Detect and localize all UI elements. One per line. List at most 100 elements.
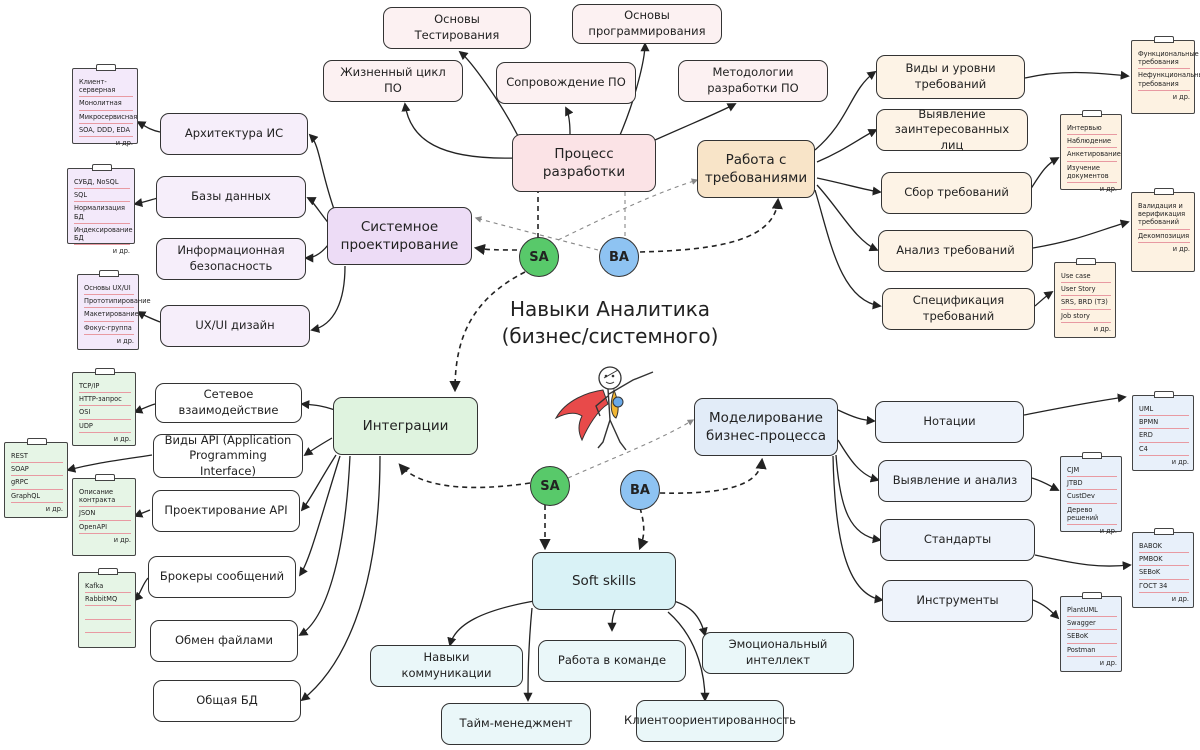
node-support: Сопровождение ПО [496,62,636,104]
link-note-reqtypes [1024,70,1130,80]
sa-badge-bottom: SA [530,466,570,506]
clipboard-icon [27,438,47,445]
node-emotional-intelligence: Эмоциональный интеллект [702,632,854,674]
superhero-analyst-icon [554,366,654,451]
link-sa2-integr [398,463,531,489]
link-int-files [298,455,351,636]
link-int-apidesign [300,454,337,512]
note-more: и др. [1172,244,1190,253]
note-item: Postman [1067,644,1117,657]
note-item: SEBoK [1139,566,1189,580]
link-note-apidesign [133,509,151,518]
note-more: и др. [1171,457,1189,466]
node-bpm: Моделирование бизнес-процесса [694,398,838,456]
clipboard-icon [1154,528,1174,535]
node-tools: Инструменты [882,580,1033,622]
note-item: Нефункциональные требования [1138,69,1200,91]
clipboard-icon [1076,258,1096,265]
link-req-analysis [816,184,879,252]
note-more: и др. [115,139,133,148]
note-item: Монолитная [79,97,133,111]
note-item: gRPC [11,476,63,490]
note-item: BABOK [1139,540,1189,554]
link-note-spec [1034,290,1054,307]
note-item: Интервью [1067,122,1117,136]
clipboard-icon [1154,36,1174,43]
link-req-stake [816,129,878,163]
link-sa2-bpm-faint [567,419,695,479]
node-requirements: Работа с требованиями [697,140,815,198]
link-ba2-soft [637,507,649,551]
ba-badge-top: BA [599,237,639,277]
note-more: и др. [45,504,63,513]
node-api-types: Виды API (Application Programming Interf… [153,433,303,478]
link-bpm-tools [832,455,884,604]
note-item: JSON [79,507,131,521]
link-int-shared [300,455,381,702]
ba-badge-bottom: BA [620,470,660,510]
node-notations: Нотации [875,401,1024,443]
clipboard-icon [95,474,115,481]
link-soft-comm [447,599,541,647]
link-sa-req-faint [557,178,699,241]
map-title-line-2: (бизнес/системного) [501,324,719,348]
link-sys-infosec [304,244,329,263]
note-item: СУБД, NoSQL [74,176,130,190]
node-soft-skills: Soft skills [532,552,676,610]
link-note-standards [1034,554,1132,571]
link-process-support [565,106,574,135]
link-note-analysis [1032,219,1130,249]
note-item: SEBoK [1067,630,1117,644]
note-item [85,620,131,633]
node-uxui: UX/UI дизайн [160,305,310,347]
clipboard-icon [99,270,119,277]
node-req-spec: Спецификация требований [882,288,1035,330]
note-item: Описание контракта [79,486,131,508]
clipboard-icon [1154,188,1174,195]
node-api-design: Проектирование API [152,490,300,532]
note-network: TCP/IP HTTP-запрос OSI UDP и др. [72,368,136,446]
note-architecture: Клиент-серверная Монолитная Микросервисн… [72,64,138,148]
clipboard-icon [96,64,116,71]
link-req-types [814,70,877,151]
link-process-test [458,50,521,141]
node-programming-basics: Основы программирования [572,4,722,44]
node-databases: Базы данных [156,176,306,218]
node-brokers: Брокеры сообщений [148,556,296,598]
note-item: C4 [1139,443,1189,456]
link-soft-ei [669,599,708,637]
clipboard-icon [1082,110,1102,117]
link-soft-team [607,609,617,632]
note-item: UDP [79,420,131,433]
clipboard-icon [1154,391,1174,398]
node-req-types: Виды и уровни требований [876,55,1025,99]
note-item: PlantUML [1067,604,1117,618]
node-client-orientation: Клиентоориентированность [624,700,796,742]
note-item: SOA, DDD, EDA [79,124,133,138]
note-item: Job story [1061,310,1111,323]
node-methodologies: Методологии разработки ПО [678,60,828,102]
link-int-api [303,437,333,457]
link-note-uxui [136,311,161,323]
link-sys-arch [308,133,336,213]
link-process-methods [654,103,737,141]
note-item: Нормализация БД [74,202,130,224]
sa-badge-top: SA [519,237,559,277]
note-more: и др. [112,247,130,256]
node-process: Процесс разработки [512,134,656,192]
link-note-db [133,197,159,208]
clipboard-icon [95,368,115,375]
link-sa-integr [449,271,526,393]
note-item: Индексирование БД [74,224,133,246]
node-testing-basics: Основы Тестирования [383,7,531,49]
link-sys-uxui [310,265,346,333]
link-note-brokers [133,577,149,602]
note-item: Основы UX/UI [84,282,134,296]
clipboard-icon [1082,452,1102,459]
note-databases: СУБД, NoSQL SQL Нормализация БД Индексир… [67,164,135,255]
link-note-detect [1031,477,1060,491]
note-item: PMBOK [1139,553,1189,567]
link-note-notations [1023,393,1127,416]
link-note-arch [136,121,161,133]
